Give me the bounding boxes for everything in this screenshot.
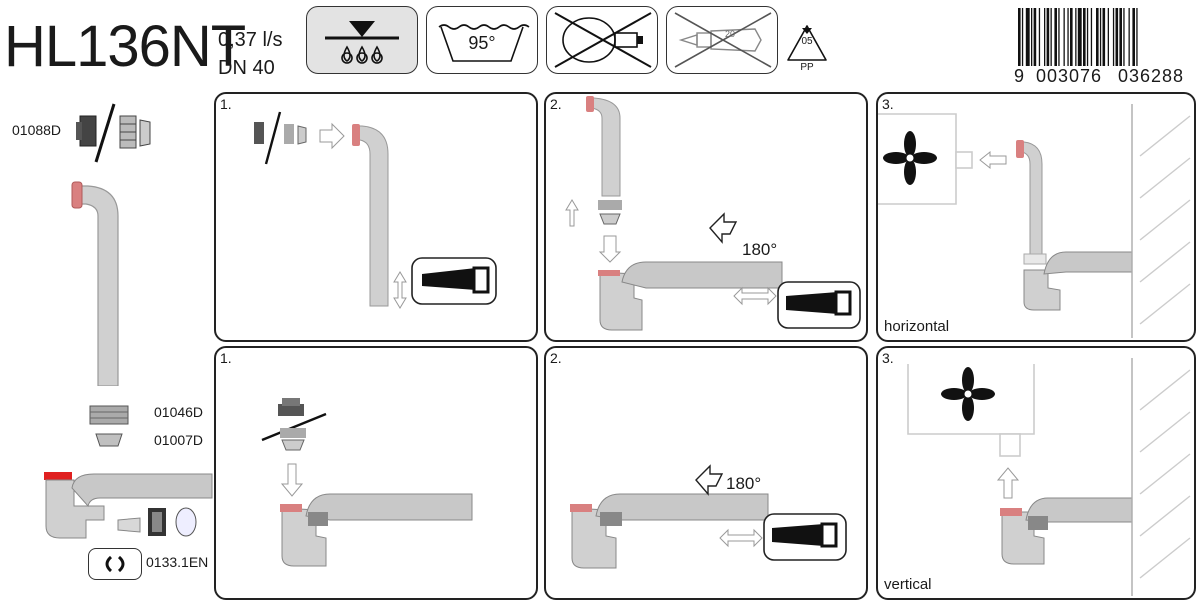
orientation-caption: vertical xyxy=(884,576,932,593)
siphon-body-part xyxy=(40,464,220,544)
material-code: PP xyxy=(800,62,814,73)
part-label-01007d: 01007D xyxy=(154,432,204,448)
model-number: HL136NT xyxy=(4,14,246,79)
step-number: 2. xyxy=(550,96,562,112)
step-number: 1. xyxy=(220,350,232,366)
panel-bottom-3: 3. vertical xyxy=(876,346,1196,600)
step-number: 1. xyxy=(220,96,232,112)
barcode-group-2: 036288 xyxy=(1118,66,1185,86)
step-number: 3. xyxy=(882,96,894,112)
rotation-label: 180° xyxy=(726,474,762,493)
panel-bottom-2: 2. 180° xyxy=(544,346,868,600)
recycle-code: 05 xyxy=(801,36,813,47)
tube-label: 20 xyxy=(725,29,736,39)
rotation-label: 180° xyxy=(742,240,778,259)
nut-reducer-part xyxy=(74,100,164,166)
panel-bottom-1: 1. xyxy=(214,346,538,600)
step-number: 2. xyxy=(550,350,562,366)
no-sealant-tube-icon: 20 xyxy=(666,6,778,74)
elbow-tube-part xyxy=(62,176,132,387)
panel-top-2: 2. 180° xyxy=(544,92,868,342)
barcode xyxy=(1016,6,1194,68)
panel-top-1: 1. xyxy=(214,92,538,342)
part-label-01046d: 01046D xyxy=(154,404,204,420)
barcode-lead-digit: 9 xyxy=(1014,66,1026,86)
union-nut-part xyxy=(88,404,130,452)
barcode-group-1: 003076 xyxy=(1036,66,1103,86)
diameter: DN 40 xyxy=(218,57,275,79)
water-drops-icon xyxy=(306,6,418,74)
flow-rate: 0,37 l/s xyxy=(218,29,283,51)
recycle-icon: 05 PP xyxy=(782,22,832,74)
part-label-0133-1en: 0133.1EN xyxy=(146,554,209,570)
orientation-caption: horizontal xyxy=(884,318,950,335)
rotate-icon xyxy=(88,548,142,580)
temperature-wash-icon: 95° xyxy=(426,6,538,74)
temperature-label: 95° xyxy=(468,33,496,53)
panel-top-3: 3. horizontal xyxy=(876,92,1196,342)
part-label-01088d: 01088D xyxy=(12,122,62,138)
step-number: 3. xyxy=(882,350,894,366)
no-cutting-tool-icon xyxy=(546,6,658,74)
